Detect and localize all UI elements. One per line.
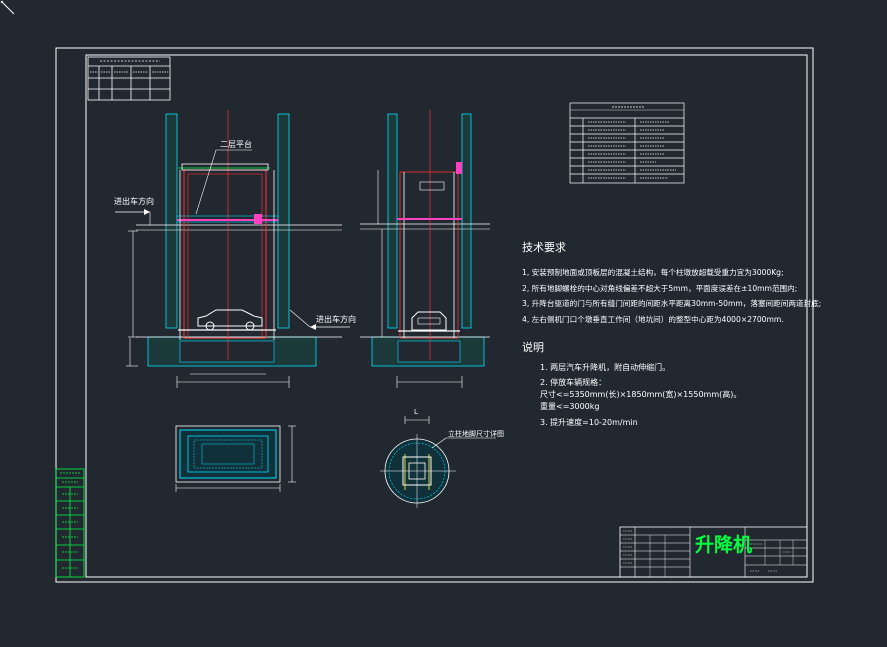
section-mark: L	[414, 408, 418, 416]
description-item-5: 3. 提升速度=10-20m/min	[540, 417, 638, 427]
revision-table	[87, 56, 171, 101]
tech-item-2: 2, 所有地脚螺栓的中心对角线偏差不超大于5mm，平面度误差在±10mm范围内;	[522, 283, 797, 293]
front-elevation	[115, 110, 350, 388]
second-floor-platform-label: 二层平台	[220, 139, 252, 149]
title-block: 升降机	[619, 526, 808, 578]
side-elevation	[360, 110, 490, 388]
spec-table	[569, 102, 685, 184]
left-side-table	[55, 468, 85, 578]
description-item-2: 2. 停放车辆规格：	[540, 377, 606, 387]
tech-item-1: 1, 安装预制地面或顶板层的混凝土结构，每个柱墩放超载受重力宜为3000Kg;	[522, 267, 784, 277]
entry-direction-lower-label: 进出车方向	[316, 314, 356, 324]
tech-item-3: 3, 升降台驱道的门与所有缝门间距的间距水平距离30mm-50mm，落塞间距间两…	[522, 298, 821, 308]
description-item-1: 1. 两层汽车升降机，附自动伸缩门。	[540, 362, 670, 372]
description-item-4: 重量<=3000kg	[540, 401, 599, 411]
description-notes: 说明 1. 两层汽车升降机，附自动伸缩门。 2. 停放车辆规格： 尺寸<=535…	[522, 340, 741, 427]
foundation-detail	[380, 416, 496, 508]
plan-view	[175, 425, 296, 492]
title-block-title: 升降机	[695, 533, 752, 556]
inner-frame	[85, 54, 808, 578]
tech-requirements-heading: 技术要求	[522, 241, 566, 254]
description-heading: 说明	[522, 340, 544, 354]
description-item-3: 尺寸<=5350mm(长)×1850mm(宽)×1550mm(高)。	[540, 389, 741, 399]
entry-direction-upper-label: 进出车方向	[114, 196, 154, 206]
tech-requirements: 技术要求 1, 安装预制地面或顶板层的混凝土结构，每个柱墩放超载受重力宜为300…	[522, 241, 821, 324]
tech-item-4: 4, 左右侧机门口个墩垂直工作间（地坑间）的整型中心距为4000×2700mm.	[522, 314, 784, 324]
outer-frame	[55, 47, 814, 583]
foundation-note-label: 立柱地脚尺寸详图	[448, 429, 504, 438]
